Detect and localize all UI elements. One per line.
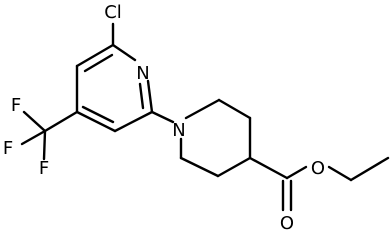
atom-labels: Cl N N F F F O O <box>3 2 325 234</box>
bond-c4-cf3 <box>43 110 79 133</box>
bond-c6-npip <box>150 110 175 124</box>
bond-c3-c2 <box>75 43 115 68</box>
atom-pyridine-nitrogen: N <box>136 63 149 84</box>
bond-c3-c2-inner <box>83 53 114 73</box>
bond-cc-cd <box>179 156 220 178</box>
bond-npip-ca <box>184 98 221 120</box>
bonds <box>20 22 390 212</box>
bond-c5-c4-inner <box>81 105 115 124</box>
bond-ca-cb <box>217 98 252 120</box>
atom-chlorine: Cl <box>104 2 122 23</box>
bond-oester-ch2 <box>327 165 353 182</box>
bond-n1-c6 <box>146 79 154 114</box>
bond-c4pip-cc <box>216 156 252 178</box>
bond-c5-c4 <box>75 110 117 133</box>
atom-ester-oxygen: O <box>311 158 325 179</box>
atom-fluorine-1: F <box>11 95 21 116</box>
bond-c2-n1 <box>111 43 137 62</box>
bond-n1-c6-inner <box>138 82 145 110</box>
bond-ch2-ch3 <box>349 156 390 182</box>
atom-fluorine-2: F <box>3 138 13 159</box>
bond-ccarb-oester <box>285 165 308 180</box>
bond-cf3-f2 <box>20 129 47 146</box>
bond-cf3-f3 <box>42 129 47 161</box>
atom-carbonyl-oxygen: O <box>280 213 294 234</box>
bond-c6-c5 <box>113 110 154 133</box>
atom-piperidine-nitrogen: N <box>172 120 185 141</box>
bond-cf3-f1 <box>22 110 47 133</box>
atom-fluorine-3: F <box>39 158 49 179</box>
bond-c4pip-ccarb <box>248 156 289 180</box>
